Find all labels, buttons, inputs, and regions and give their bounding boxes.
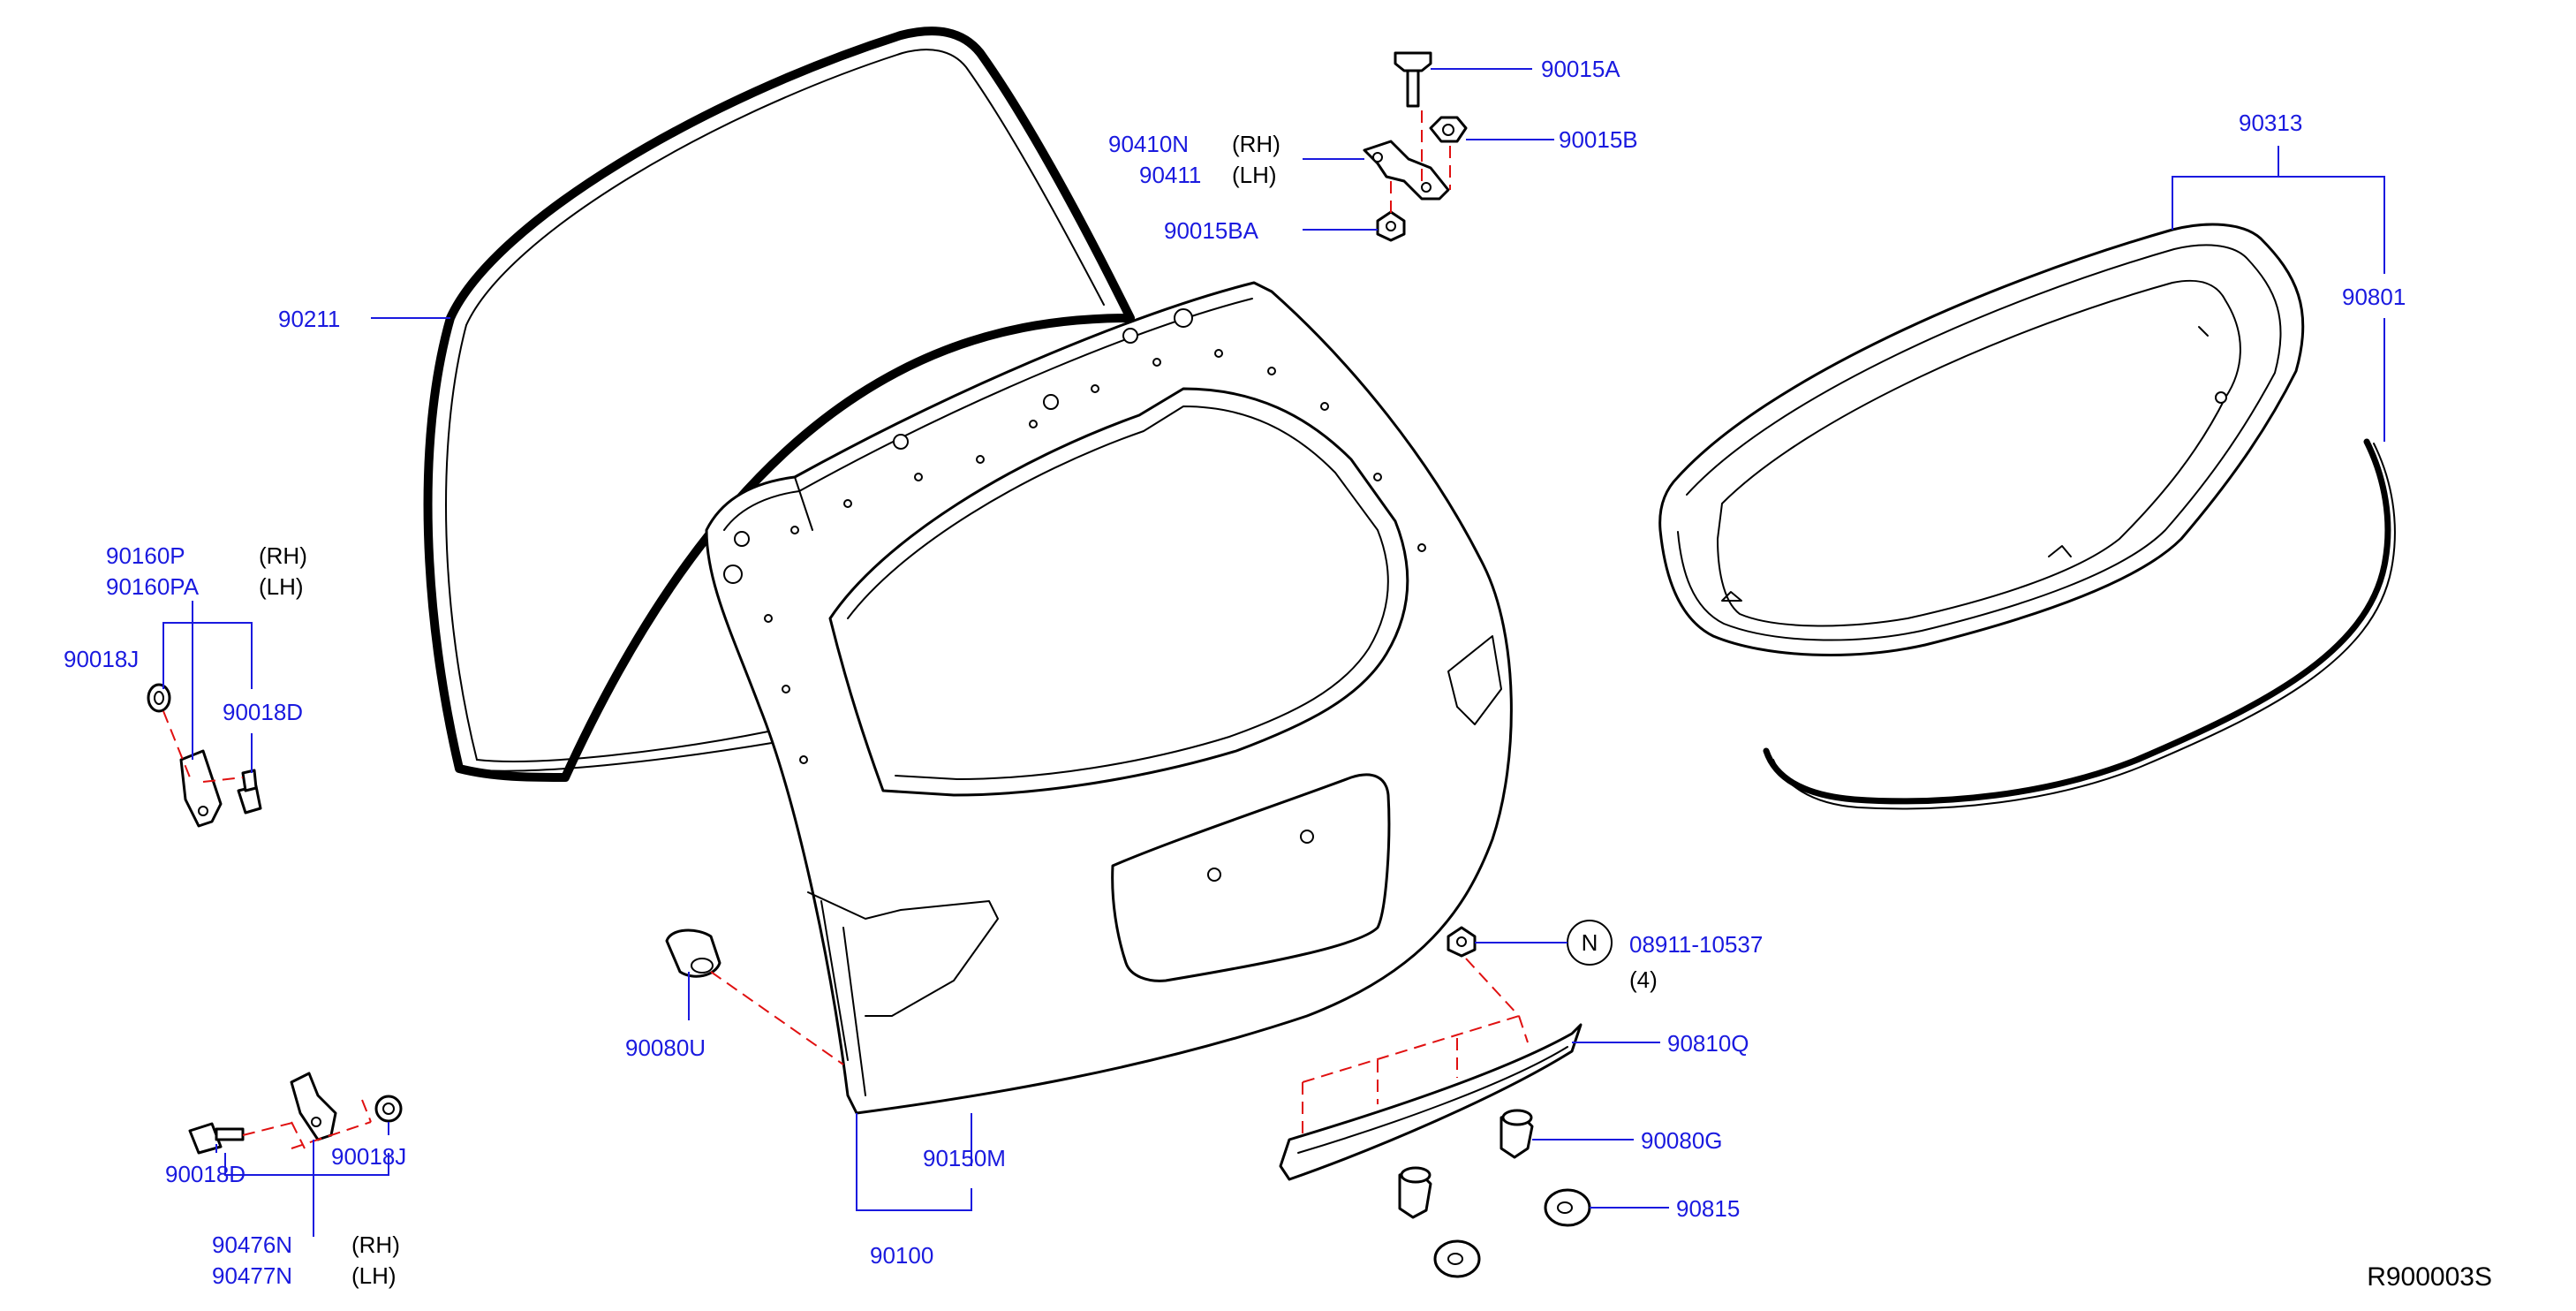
label-90080U: 90080U xyxy=(625,1034,706,1061)
grommet-90815-2[interactable] xyxy=(1433,1239,1481,1278)
spoiler-90810Q[interactable] xyxy=(1279,1023,1583,1181)
back-door-panel-90100[interactable] xyxy=(705,281,1513,1115)
label-90150M: 90150M xyxy=(923,1145,1006,1171)
label-90015B: 90015B xyxy=(1559,126,1638,153)
bolt-90018D-top[interactable] xyxy=(237,769,262,815)
clip-90080G[interactable] xyxy=(1500,1109,1534,1159)
label-90015A: 90015A xyxy=(1541,56,1620,82)
clip-90080G-2[interactable] xyxy=(1398,1166,1432,1219)
dashed-guides xyxy=(162,110,1529,1149)
label-90160P: 90160P xyxy=(106,542,185,569)
bolt-90015A[interactable] xyxy=(1394,51,1432,108)
washer-90018J-top[interactable] xyxy=(147,683,171,713)
label-90801: 90801 xyxy=(2342,284,2406,310)
nut-90015BA[interactable] xyxy=(1376,210,1406,242)
label-lh-lower: (LH) xyxy=(351,1262,397,1289)
nut-08911[interactable] xyxy=(1447,926,1477,958)
label-08911-10537: 08911-10537 xyxy=(1629,931,1763,958)
label-90477N: 90477N xyxy=(212,1262,292,1289)
label-rh-upper: (RH) xyxy=(1232,131,1280,157)
label-qty-4: (4) xyxy=(1629,966,1658,993)
label-90100: 90100 xyxy=(870,1242,933,1269)
label-90018D-top: 90018D xyxy=(223,699,303,725)
label-90018D-bottom: 90018D xyxy=(165,1161,246,1187)
label-rh-lower: (RH) xyxy=(351,1231,400,1258)
label-rh-left: (RH) xyxy=(259,542,307,569)
label-90410N: 90410N xyxy=(1108,131,1189,157)
reference-code: R900003S xyxy=(2367,1262,2492,1292)
label-90211: 90211 xyxy=(278,306,340,332)
label-90160PA: 90160PA xyxy=(106,573,200,600)
leader-lines xyxy=(162,68,2385,1237)
label-90080G: 90080G xyxy=(1641,1127,1723,1154)
label-90810Q: 90810Q xyxy=(1667,1030,1749,1057)
weatherstrip-90211[interactable] xyxy=(423,27,1135,782)
grommet-90815[interactable] xyxy=(1544,1188,1591,1227)
label-90815: 90815 xyxy=(1676,1195,1740,1222)
label-90015BA: 90015BA xyxy=(1164,217,1259,244)
hinge-lower-90476N[interactable] xyxy=(290,1072,337,1141)
circle-N-marker: N xyxy=(1567,920,1613,966)
hinge-left-90160P[interactable] xyxy=(179,749,223,828)
bolt-90018D-bottom[interactable] xyxy=(188,1122,245,1155)
label-lh-upper: (LH) xyxy=(1232,162,1277,188)
label-90313: 90313 xyxy=(2239,110,2302,136)
back-door-glass-90313[interactable] xyxy=(1658,223,2305,656)
label-90411: 90411 xyxy=(1139,162,1201,188)
label-90476N: 90476N xyxy=(212,1231,292,1258)
washer-90018J-bottom[interactable] xyxy=(374,1095,403,1123)
nut-90015B[interactable] xyxy=(1429,116,1468,143)
bumper-90080U[interactable] xyxy=(665,928,721,978)
label-90018J-top: 90018J xyxy=(64,646,139,672)
hinge-upper[interactable] xyxy=(1363,140,1450,201)
label-lh-left: (LH) xyxy=(259,573,304,600)
label-90018J-bottom: 90018J xyxy=(331,1143,406,1170)
circle-n-text: N xyxy=(1582,929,1598,956)
molding-90801[interactable] xyxy=(1763,438,2396,810)
